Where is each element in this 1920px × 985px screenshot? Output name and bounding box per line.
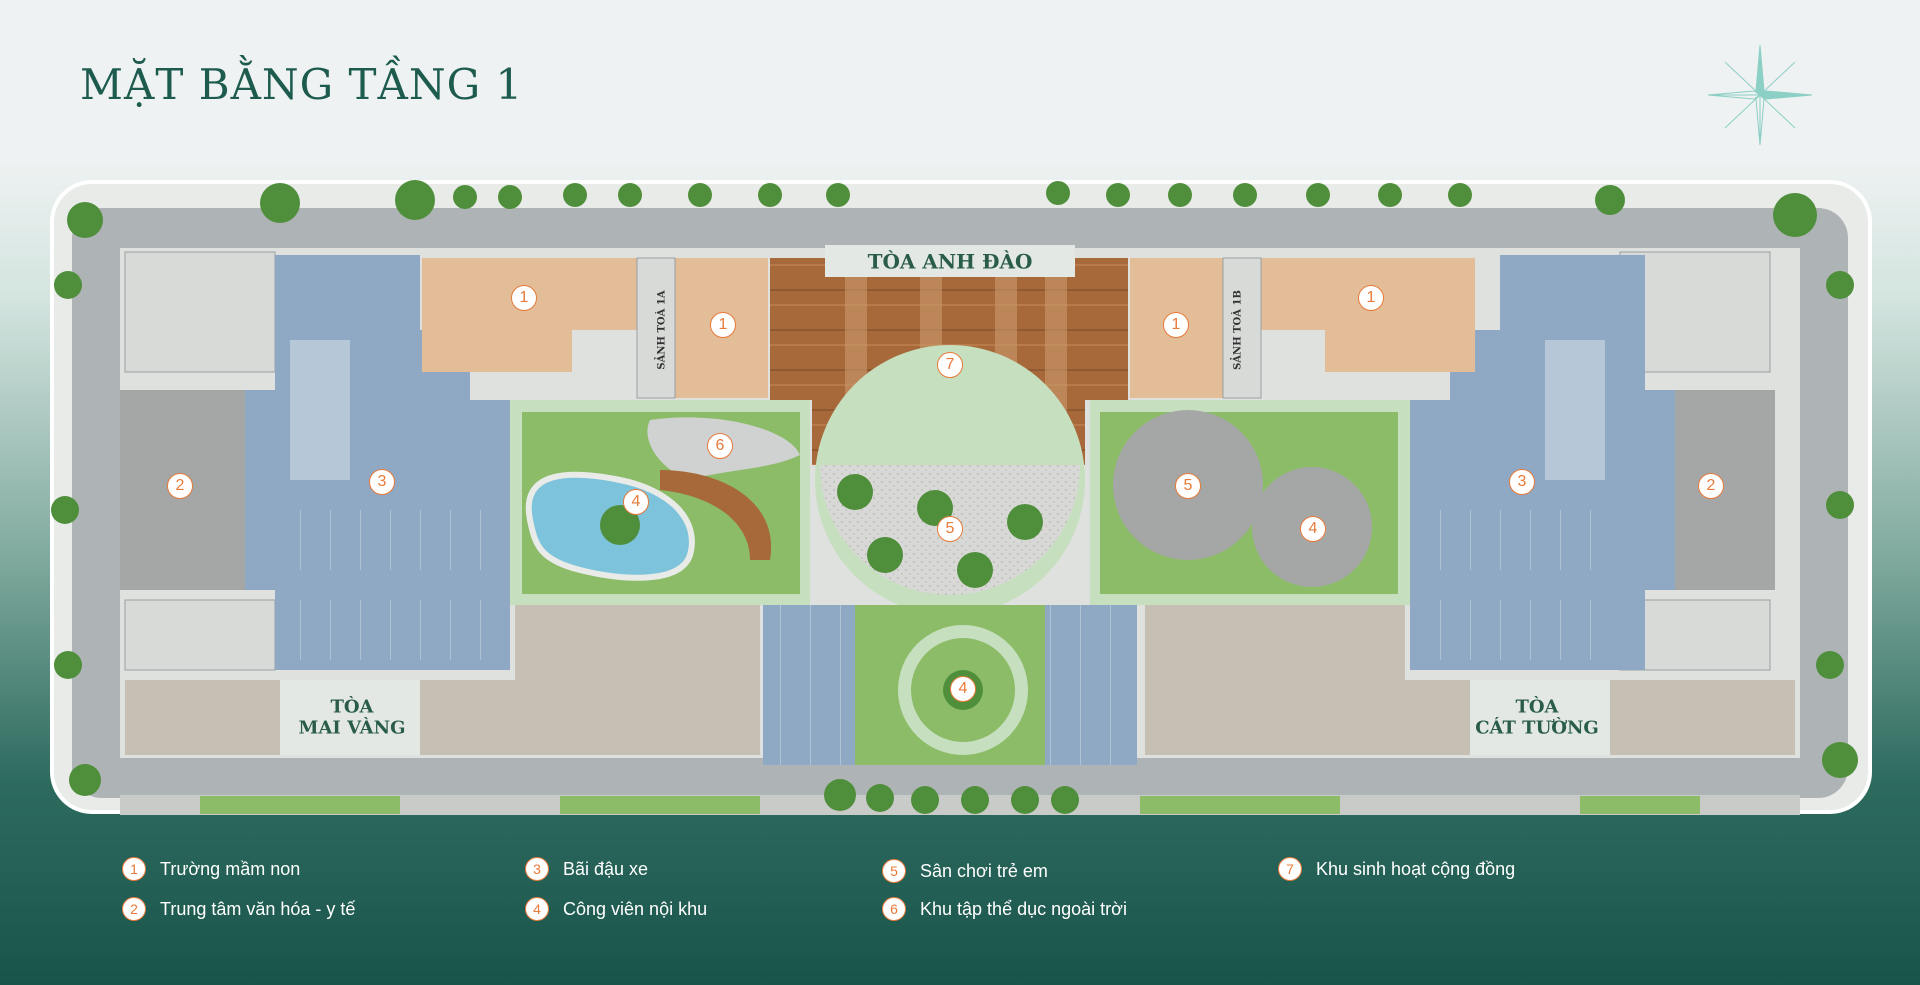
marker-zone-4: 4 — [950, 676, 976, 702]
tower-anh-dao-label: TÒA ANH ĐÀO — [867, 249, 1033, 274]
marker-zone-3: 3 — [369, 469, 395, 495]
marker-zone-1: 1 — [710, 312, 736, 338]
tower-mai-vang-label: TÒA MAI VÀNG — [299, 697, 406, 738]
marker-zone-2: 2 — [1698, 473, 1724, 499]
page-title: MẶT BẰNG TẦNG 1 — [80, 60, 524, 109]
marker-zone-1: 1 — [1163, 312, 1189, 338]
marker-zone-4: 4 — [623, 489, 649, 515]
lobby-1b-label: SẢNH TOÀ 1B — [1232, 290, 1244, 370]
marker-zone-3: 3 — [1509, 469, 1535, 495]
marker-zone-5: 5 — [1175, 473, 1201, 499]
marker-zone-5: 5 — [937, 516, 963, 542]
lobby-1a-label: SẢNH TOÀ 1A — [656, 290, 668, 370]
marker-zone-6: 6 — [707, 433, 733, 459]
marker-zone-4: 4 — [1300, 516, 1326, 542]
tower-cat-tuong-line-2: CÁT TƯỜNG — [1475, 717, 1599, 738]
tree-row — [51, 180, 1858, 814]
left-core-top — [124, 251, 276, 373]
kindergarten-right-1 — [1260, 258, 1475, 372]
tower-cat-tuong-label: TÒA CÁT TƯỜNG — [1475, 697, 1599, 738]
tower-cat-tuong-line-1: TÒA — [1515, 696, 1559, 718]
marker-zone-7: 7 — [937, 352, 963, 378]
marker-zone-1: 1 — [511, 285, 537, 311]
tower-mai-vang-line-1: TÒA — [330, 696, 374, 718]
marker-zone-2: 2 — [167, 473, 193, 499]
marker-zone-1: 1 — [1358, 285, 1384, 311]
kindergarten-left-1 — [422, 258, 637, 372]
compass-icon — [1707, 44, 1813, 146]
tower-mai-vang-line-2: MAI VÀNG — [298, 717, 406, 738]
